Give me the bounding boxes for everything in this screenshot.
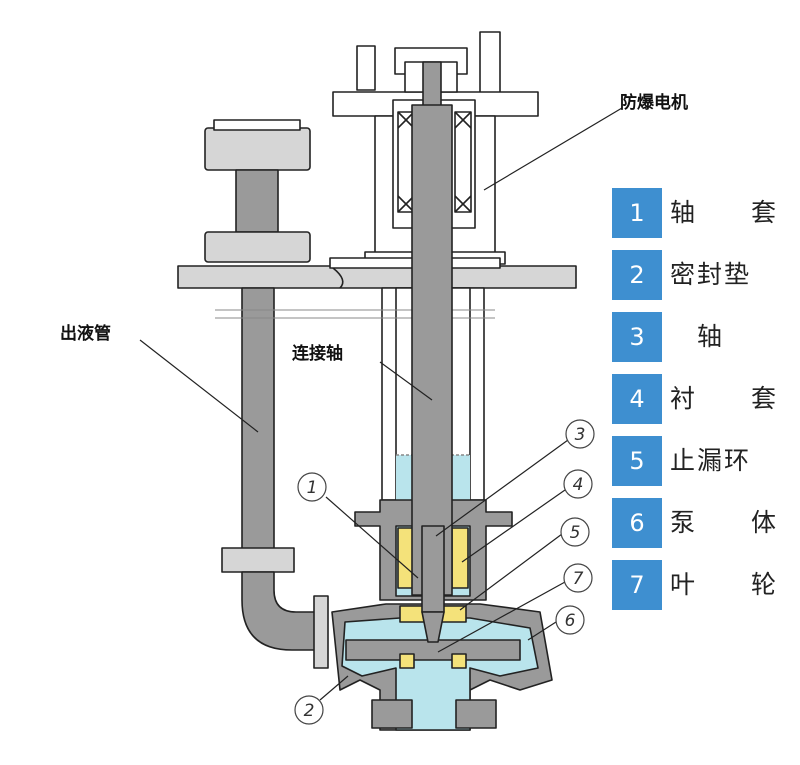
part-number-1: 1	[307, 478, 318, 498]
leader-lines	[139, 107, 623, 701]
part-number-6: 6	[565, 611, 576, 631]
legend-label: 衬 套	[670, 384, 779, 413]
part-number-4: 4	[573, 475, 584, 495]
callout-shaft: 连接轴	[292, 343, 343, 364]
legend-label: 叶 轮	[670, 570, 779, 599]
connecting-shaft	[411, 61, 453, 643]
callout-motor: 防爆电机	[620, 92, 688, 113]
part-number-3: 3	[575, 425, 586, 445]
legend-number: 6	[612, 498, 662, 548]
pump-body	[331, 603, 553, 731]
part-number-2: 2	[304, 701, 315, 721]
legend-item-5: 5 止漏环	[612, 436, 792, 486]
legend-item-3: 3 轴	[612, 312, 792, 362]
legend-label: 轴	[670, 322, 725, 351]
legend-item-2: 2 密封垫	[612, 250, 792, 300]
legend-label: 止漏环	[670, 446, 752, 475]
outlet-pipe	[204, 119, 329, 669]
part-number-5: 5	[570, 523, 581, 543]
legend-item-4: 4 衬 套	[612, 374, 792, 424]
legend-item-7: 7 叶 轮	[612, 560, 792, 610]
legend-item-1: 1 轴 套	[612, 188, 792, 238]
legend-label: 泵 体	[670, 508, 779, 537]
legend-label: 轴 套	[670, 198, 779, 227]
legend-number: 4	[612, 374, 662, 424]
legend-label: 密封垫	[670, 260, 752, 289]
legend-number: 5	[612, 436, 662, 486]
legend-number: 3	[612, 312, 662, 362]
callout-outlet: 出液管	[60, 323, 111, 344]
legend-number: 2	[612, 250, 662, 300]
part-number-7: 7	[573, 569, 584, 589]
part-number-circles	[294, 419, 595, 725]
legend-number: 1	[612, 188, 662, 238]
legend-item-6: 6 泵 体	[612, 498, 792, 548]
legend-number: 7	[612, 560, 662, 610]
